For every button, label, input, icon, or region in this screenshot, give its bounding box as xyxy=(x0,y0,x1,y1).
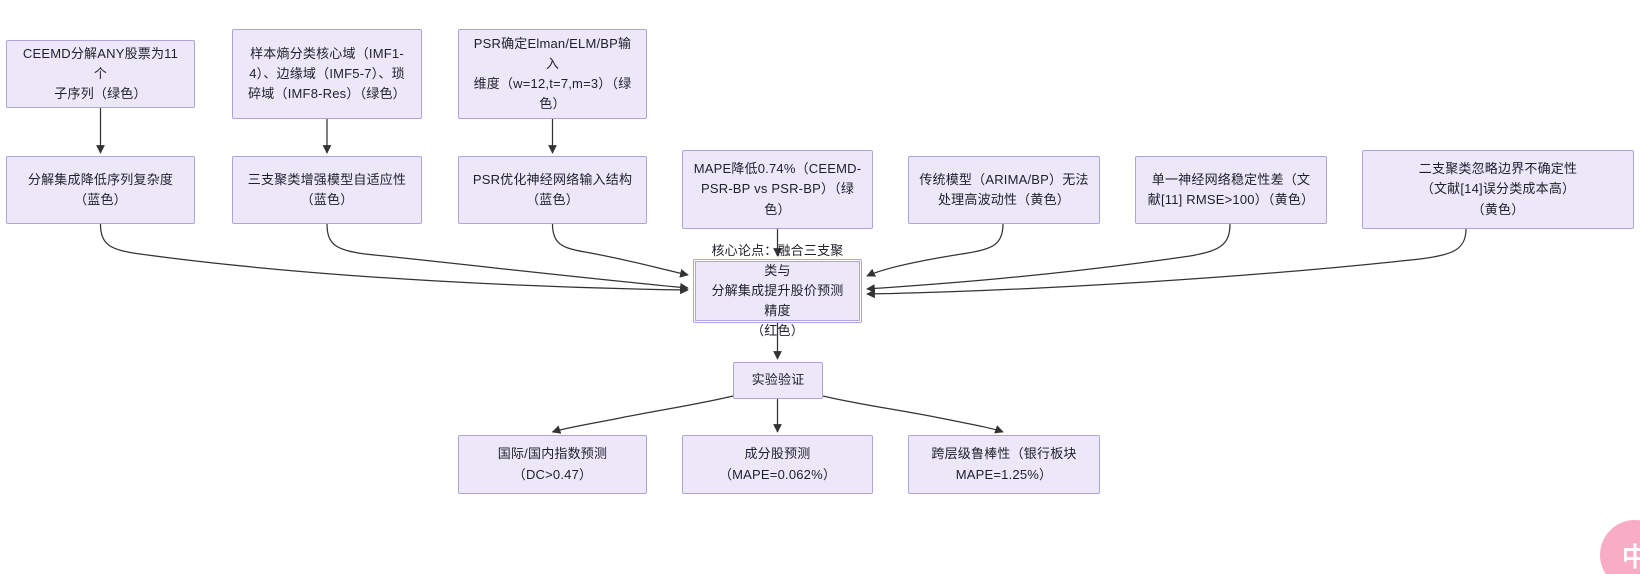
node-label: 实验验证 xyxy=(751,372,805,388)
edge-exp-r3 xyxy=(822,395,1004,434)
node-psr-input-dimension[interactable]: PSR确定Elman/ELM/BP输入 维度（w=12,t=7,m=3）（绿 色… xyxy=(458,29,647,119)
node-label: 单一神经网络稳定性差（文 献[11] RMSE>100）（黄色） xyxy=(1147,171,1315,207)
node-label: 国际/国内指数预测 （DC>0.47） xyxy=(497,446,608,482)
edge-n5-core xyxy=(326,223,689,292)
edge-n6-core xyxy=(551,223,689,278)
node-label: 分解集成降低序列复杂度 （蓝色） xyxy=(27,171,174,207)
edge-n4-core xyxy=(99,223,689,295)
node-label: 核心论点：融合三支聚类与 分解集成提升股价预测精度 （红色） xyxy=(711,242,844,339)
node-label: 跨层级鲁棒性（银行板块 MAPE=1.25%） xyxy=(931,446,1077,482)
watermark-badge: 中 xyxy=(1600,520,1640,574)
edge-n10-core xyxy=(866,228,1467,299)
edge-n9-core xyxy=(866,223,1231,293)
node-label: 成分股预测 （MAPE=0.062%） xyxy=(718,446,837,482)
node-label: CEEMD分解ANY股票为11个 子序列（绿色） xyxy=(22,45,179,102)
node-ceemd-decompose[interactable]: CEEMD分解ANY股票为11个 子序列（绿色） xyxy=(6,40,195,108)
node-label: 传统模型（ARIMA/BP）无法 处理高波动性（黄色） xyxy=(919,171,1089,207)
node-sample-entropy-classify[interactable]: 样本熵分类核心域（IMF1- 4）、边缘域（IMF5-7）、琐 碎域（IMF8-… xyxy=(232,29,422,119)
node-label: 三支聚类增强模型自适应性 （蓝色） xyxy=(247,171,407,207)
edge-n8-core xyxy=(866,223,1004,277)
node-result-index-forecast[interactable]: 国际/国内指数预测 （DC>0.47） xyxy=(458,435,647,494)
node-mape-reduction[interactable]: MAPE降低0.74%（CEEMD- PSR-BP vs PSR-BP）（绿 色… xyxy=(682,150,873,229)
node-core-thesis[interactable]: 核心论点：融合三支聚类与 分解集成提升股价预测精度 （红色） xyxy=(693,243,862,338)
node-single-network-instability[interactable]: 单一神经网络稳定性差（文 献[11] RMSE>100）（黄色） xyxy=(1135,156,1327,224)
node-label: 二支聚类忽略边界不确定性 （文献[14]误分类成本高） （黄色） xyxy=(1418,161,1578,217)
node-label: PSR确定Elman/ELM/BP输入 维度（w=12,t=7,m=3）（绿 色… xyxy=(473,35,632,112)
node-traditional-model-limitation[interactable]: 传统模型（ARIMA/BP）无法 处理高波动性（黄色） xyxy=(908,156,1100,224)
node-label: PSR优化神经网络输入结构 （蓝色） xyxy=(472,171,633,207)
node-two-way-clustering-limitation[interactable]: 二支聚类忽略边界不确定性 （文献[14]误分类成本高） （黄色） xyxy=(1362,150,1634,229)
node-result-constituent-stock-forecast[interactable]: 成分股预测 （MAPE=0.062%） xyxy=(682,435,873,494)
edge-exp-r1 xyxy=(551,395,734,434)
node-psr-optimizes-network-input[interactable]: PSR优化神经网络输入结构 （蓝色） xyxy=(458,156,647,224)
node-experimental-verification[interactable]: 实验验证 xyxy=(733,362,823,399)
node-three-way-clustering-adaptivity[interactable]: 三支聚类增强模型自适应性 （蓝色） xyxy=(232,156,422,224)
node-result-cross-level-robustness[interactable]: 跨层级鲁棒性（银行板块 MAPE=1.25%） xyxy=(908,435,1100,494)
watermark-text: 中 xyxy=(1621,541,1640,572)
node-label: 样本熵分类核心域（IMF1- 4）、边缘域（IMF5-7）、琐 碎域（IMF8-… xyxy=(248,45,406,102)
node-decomposition-reduces-complexity[interactable]: 分解集成降低序列复杂度 （蓝色） xyxy=(6,156,195,224)
node-label: MAPE降低0.74%（CEEMD- PSR-BP vs PSR-BP）（绿 色… xyxy=(693,161,862,217)
